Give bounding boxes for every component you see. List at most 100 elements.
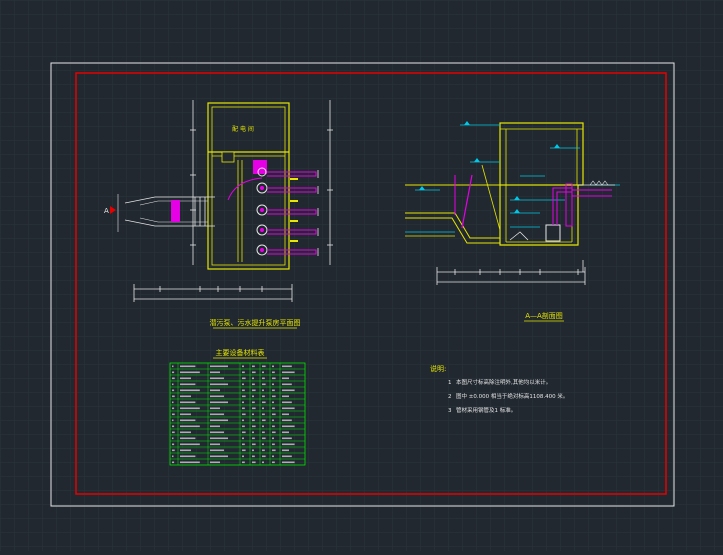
note-number: 2 [448, 394, 452, 400]
table-cell-mark [252, 455, 255, 458]
table-cell-mark [282, 425, 295, 428]
table-cell-mark [252, 443, 256, 446]
table-cell-mark [180, 383, 196, 386]
pump-house-inner-wall [211, 106, 286, 266]
pump-icon [260, 208, 264, 212]
section-bottom-dimension [436, 260, 586, 285]
level-marker-triangles [419, 121, 560, 213]
table-cell-mark [180, 407, 200, 410]
table-cell-mark [210, 461, 220, 464]
table-cell-mark [272, 365, 274, 368]
table-cell-mark [210, 371, 220, 374]
table-cell-mark [272, 407, 275, 410]
table-cell-mark [242, 389, 245, 392]
table-cell-mark [272, 455, 274, 458]
table-cell-mark [282, 419, 292, 422]
table-cell-mark [252, 413, 254, 416]
table-cell-mark [242, 449, 246, 452]
table-cell-mark [172, 419, 174, 422]
table-cell-mark [272, 437, 274, 440]
table-cell-mark [210, 401, 228, 404]
pump-row [256, 167, 268, 256]
discharge-pipe-section [572, 189, 612, 197]
table-cell-mark [242, 425, 245, 428]
equipment-table: 主要设备材料表 [169, 348, 306, 466]
table-cell-mark [242, 371, 245, 374]
table-cell-mark [262, 389, 264, 392]
pump-icon [260, 228, 264, 232]
note-number: 3 [448, 408, 452, 414]
discharge-pipes [227, 171, 317, 255]
table-cell-mark [262, 455, 266, 458]
table-cell-mark [272, 461, 275, 464]
table-cell-mark [252, 389, 256, 392]
table-cell-mark [180, 419, 196, 422]
wet-well [499, 185, 579, 246]
table-cell-mark [172, 413, 175, 416]
table-cell-mark [262, 383, 266, 386]
table-cell-mark [172, 425, 175, 428]
table-cell-mark [210, 407, 220, 410]
table-cell-mark [242, 365, 244, 368]
table-cell-mark [282, 461, 295, 464]
section-marker-a: A [104, 206, 116, 215]
plan-view: 配 电 间 [104, 100, 333, 329]
table-cell-mark [262, 437, 266, 440]
table-cell-mark [210, 377, 224, 380]
ground-hatch [589, 180, 609, 186]
table-cell-mark [262, 443, 264, 446]
pump-icon [260, 186, 264, 190]
inlet-gate [171, 200, 180, 222]
door-opening [221, 151, 235, 163]
table-cell-mark [272, 413, 276, 416]
table-cell-mark [262, 401, 266, 404]
table-cell-mark [210, 443, 220, 446]
table-cell-mark [252, 371, 256, 374]
table-cell-mark [262, 461, 264, 464]
table-cell-mark [272, 383, 274, 386]
table-cell-mark [210, 395, 224, 398]
table-cell-mark [180, 461, 200, 464]
table-cell-mark [252, 377, 254, 380]
table-cell-mark [172, 443, 175, 446]
table-cell-mark [180, 443, 200, 446]
table-cell-mark [242, 419, 244, 422]
table-cell-mark [272, 443, 275, 446]
table-cell-mark [282, 413, 289, 416]
table-cell-mark [282, 383, 292, 386]
table-cell-mark [262, 419, 266, 422]
table-cell-mark [252, 461, 256, 464]
table-cell-mark [272, 371, 275, 374]
table-cell-mark [272, 419, 274, 422]
table-cell-mark [252, 401, 255, 404]
table-cell-mark [180, 449, 191, 452]
table-cell-mark [242, 395, 246, 398]
note-text: 管材采用钢管及1 标准。 [456, 406, 516, 414]
table-cell-mark [210, 425, 220, 428]
plan-bottom-dimension [133, 284, 293, 302]
table-cell-mark [172, 389, 175, 392]
table-cell-mark [210, 383, 228, 386]
inner-frame [75, 72, 667, 495]
table-cell-mark [172, 431, 175, 434]
table-cell-mark [282, 407, 295, 410]
table-cell-mark [210, 365, 228, 368]
table-cell-mark [282, 401, 292, 404]
table-cell-mark [180, 455, 196, 458]
table-cell-mark [252, 365, 255, 368]
table-cell-mark [252, 407, 256, 410]
table-cell-mark [172, 449, 175, 452]
table-cell-mark [172, 371, 175, 374]
table-cell-mark [242, 431, 246, 434]
table-cell-mark [282, 389, 295, 392]
bar-screen [461, 174, 473, 229]
table-cell-mark [262, 395, 265, 398]
table-cell-mark [210, 419, 228, 422]
table-cell-mark [282, 365, 292, 368]
table-cell-mark [272, 401, 274, 404]
table-cell-mark [172, 365, 174, 368]
table-cell-mark [180, 401, 196, 404]
table-cell-mark [252, 383, 255, 386]
